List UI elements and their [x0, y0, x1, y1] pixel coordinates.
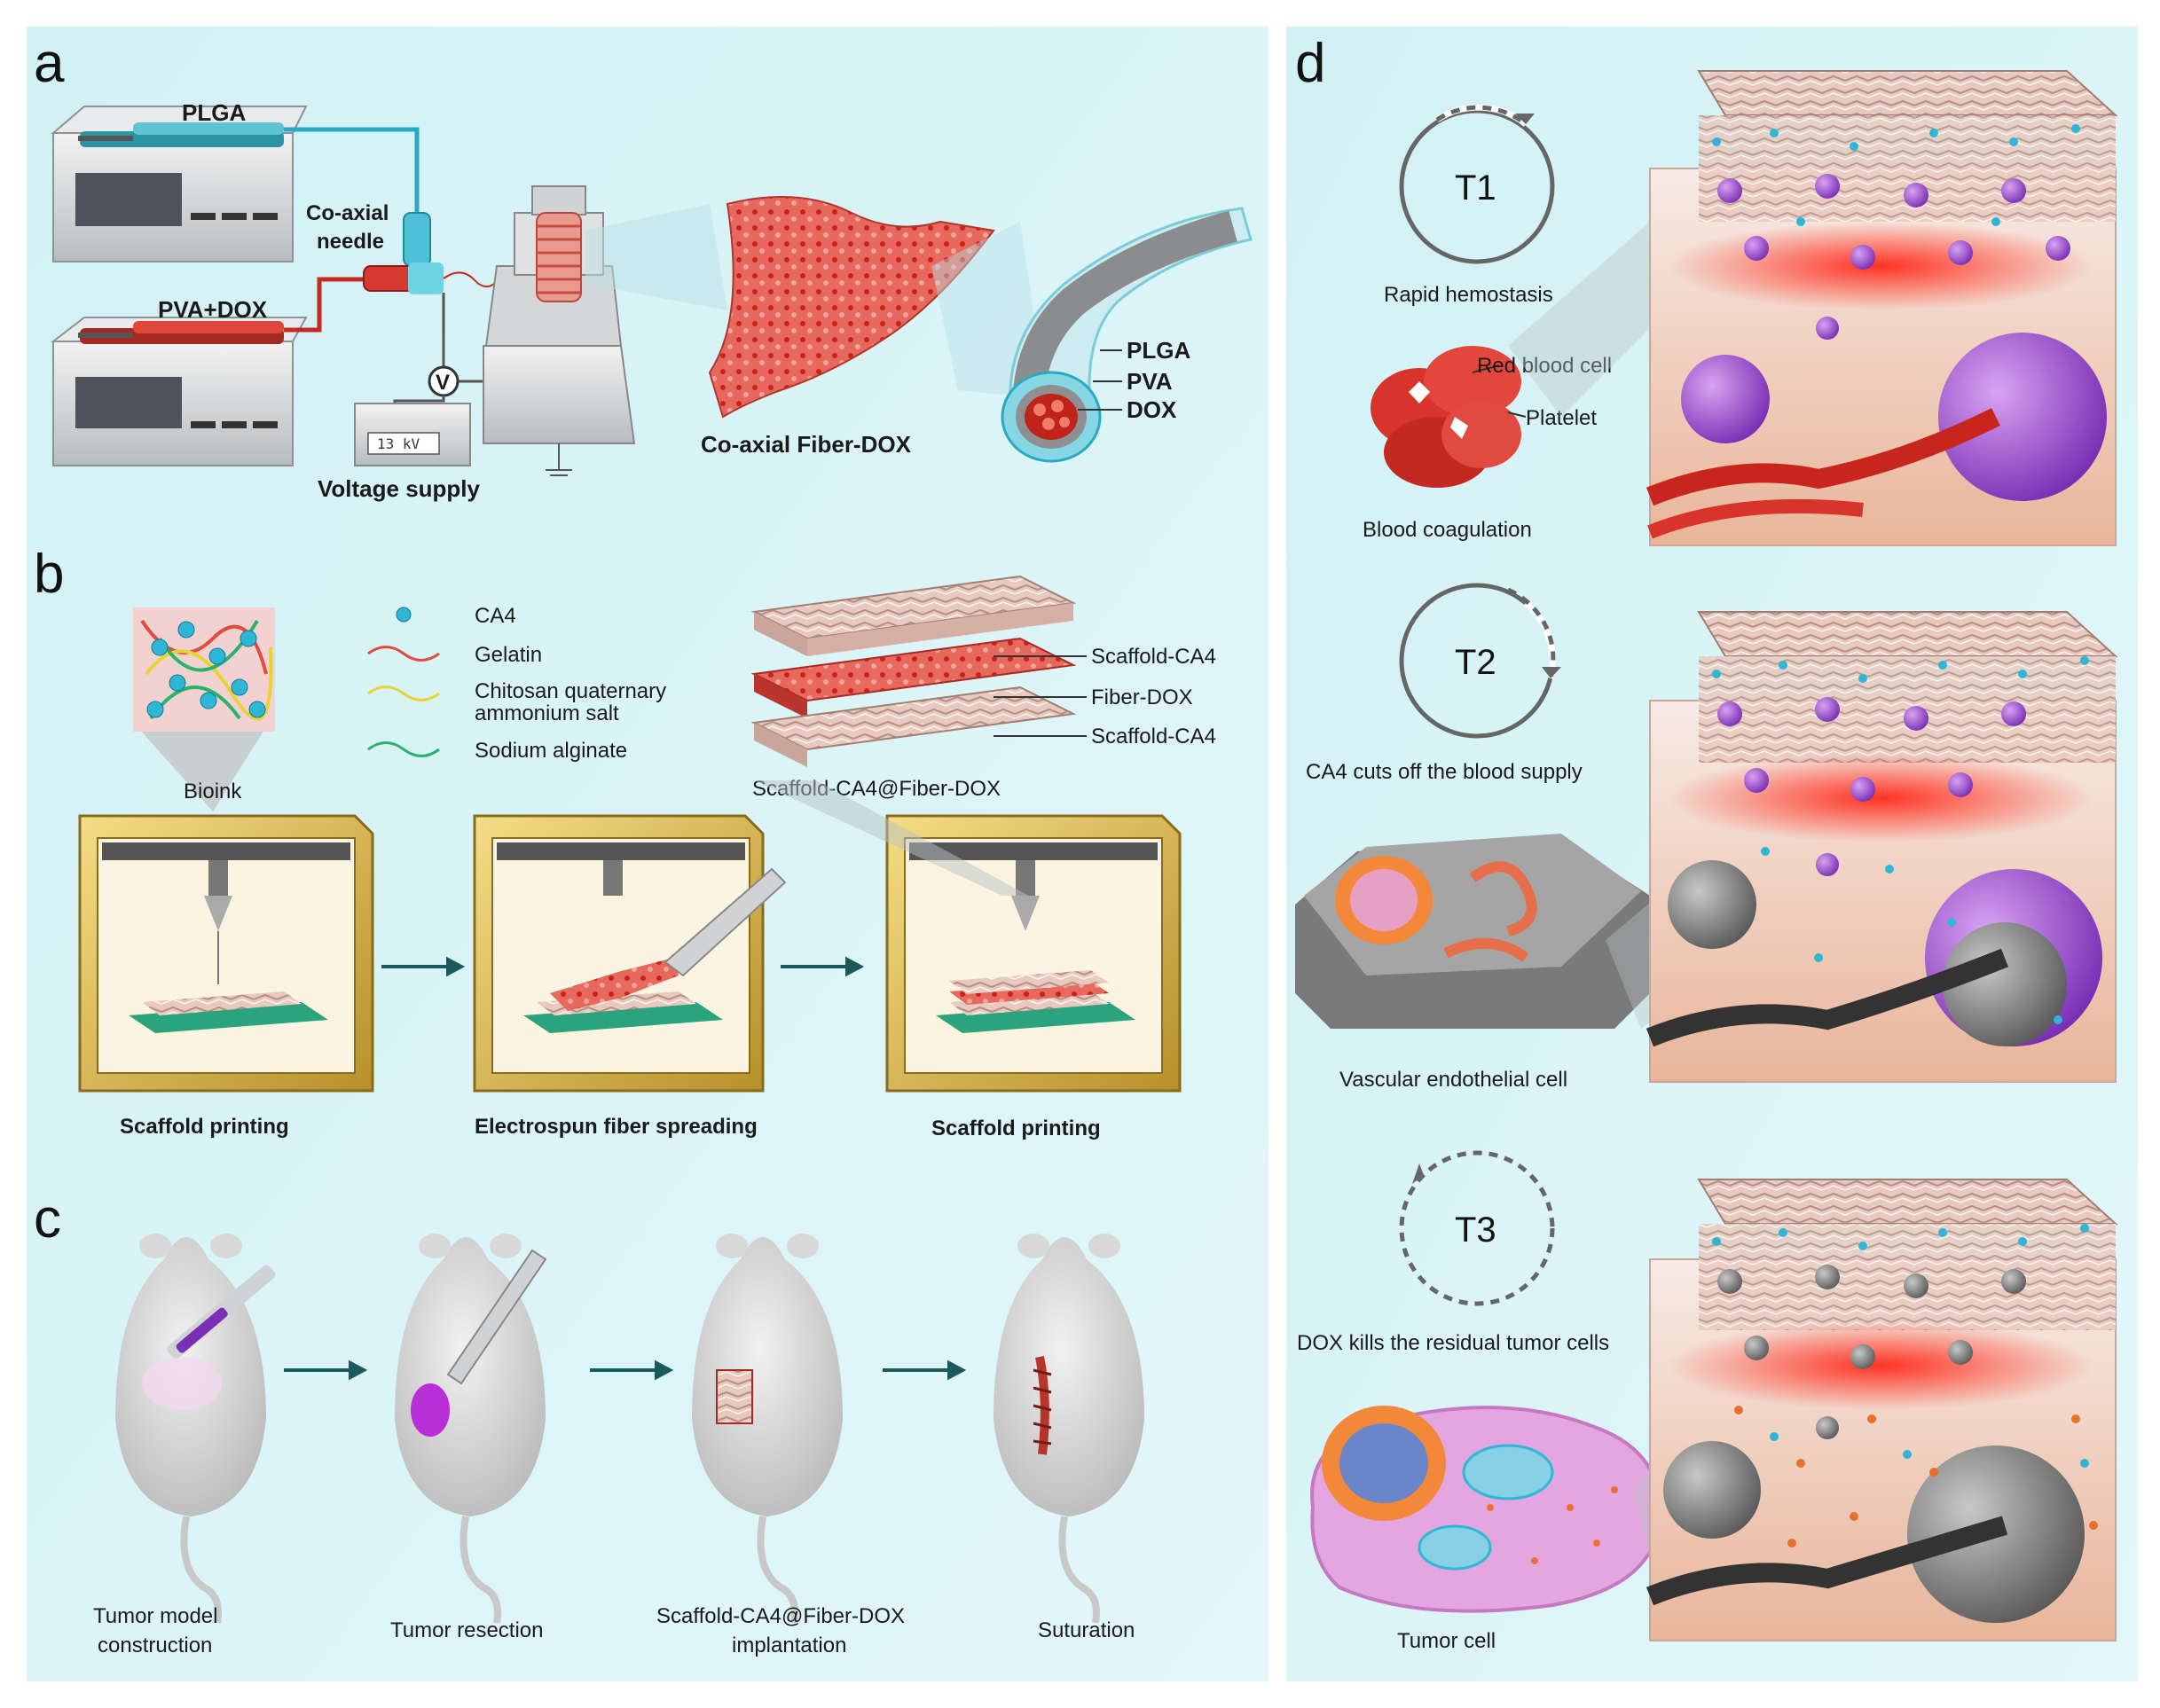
fiber-mat [708, 196, 995, 419]
c-step-4-line1: Suturation [1038, 1618, 1135, 1642]
process-arrows-b [381, 956, 865, 977]
rbc-label: Red blood cell [1477, 354, 1612, 378]
implant-site [716, 1369, 753, 1424]
fiber-label: Co-axial Fiber-DOX [701, 431, 912, 458]
t1-tissue-block [1646, 70, 2118, 546]
legend-chitosan-icon [367, 686, 440, 701]
voltage-supply-label: Voltage supply [318, 475, 481, 502]
layer-label-pva: PVA [1127, 368, 1173, 395]
voltage-supply-box [354, 403, 471, 466]
t3-caption: DOX kills the residual tumor cells [1297, 1331, 1609, 1355]
mouse-1 [115, 1234, 276, 1624]
bioink-label: Bioink [184, 780, 242, 803]
panel-b: Bioink CA4 Gelatin Chitosan quaternary a… [78, 575, 1216, 1140]
rotating-collector [483, 185, 636, 476]
c-step-1-line2: construction [98, 1634, 212, 1657]
step-label-1: Scaffold printing [120, 1115, 289, 1139]
panel-label-a: a [34, 33, 65, 94]
composite-stack [750, 575, 1087, 767]
c-step-2-line1: Tumor resection [390, 1618, 544, 1642]
t2-label: T2 [1455, 643, 1496, 682]
syringe-pump-plga [51, 106, 308, 262]
needle-label-line2: needle [317, 230, 384, 254]
t2-caption: CA4 cuts off the blood supply [1306, 760, 1583, 784]
t1-cell-caption: Blood coagulation [1363, 518, 1532, 542]
legend-gelatin: Gelatin [475, 643, 542, 667]
needle-label-line1: Co-axial [306, 201, 389, 225]
legend-ca4-icon [396, 607, 412, 623]
voltmeter-label: V [436, 371, 450, 395]
mouse-2 [395, 1234, 547, 1624]
blood-clot [1371, 346, 1527, 488]
mouse-4 [994, 1234, 1144, 1624]
syringe-pump-pva-dox [51, 317, 308, 466]
panel-label-c: c [34, 1188, 61, 1250]
t1-label: T1 [1455, 168, 1496, 208]
c-step-3-line2: implantation [732, 1634, 846, 1657]
t3-clock-icon [1399, 1150, 1555, 1306]
t1-caption: Rapid hemostasis [1384, 283, 1553, 307]
tumor-cell [1310, 1406, 1662, 1613]
bioink-ca4-dots [146, 621, 266, 718]
platelet-label: Platelet [1526, 406, 1597, 430]
panel-label-d: d [1295, 33, 1325, 94]
t3-cell-caption: Tumor cell [1397, 1629, 1496, 1653]
plga-pump-label: PLGA [182, 99, 246, 126]
voltage-display: 13 kV [377, 435, 420, 452]
process-arrows-c [284, 1359, 967, 1381]
layer-label-scaffold-bottom: Scaffold-CA4 [1091, 725, 1216, 748]
scalpel-icon [446, 1249, 547, 1385]
layer-label-plga: PLGA [1127, 337, 1190, 364]
printer-3 [885, 814, 1182, 1093]
coaxial-needle [363, 212, 529, 294]
layer-label-dox: DOX [1127, 396, 1177, 423]
t2-cell-caption: Vascular endothelial cell [1339, 1068, 1567, 1092]
printer-1 [78, 814, 374, 1093]
tumor-site [411, 1383, 450, 1437]
c-step-1-line1: Tumor model [93, 1604, 217, 1628]
t2-tissue-block [1646, 611, 2118, 1083]
step-label-2: Electrospun fiber spreading [475, 1115, 758, 1139]
panel-d: T1 Rapid hemostasis Red blood cell Plate… [1295, 70, 2118, 1653]
panel-c: Tumor model construction Tumor resection… [93, 1234, 1144, 1657]
coaxial-fiber-section [1001, 207, 1253, 463]
syringe-icon [167, 1265, 276, 1359]
t3-label: T3 [1455, 1210, 1496, 1250]
t1-clock-icon [1399, 108, 1555, 264]
layer-label-fiber-dox: Fiber-DOX [1091, 686, 1193, 709]
c-step-3-line1: Scaffold-CA4@Fiber-DOX [656, 1604, 905, 1628]
legend-alginate: Sodium alginate [475, 739, 627, 763]
pva-dox-pump-label: PVA+DOX [158, 296, 268, 323]
layer-label-scaffold-top: Scaffold-CA4 [1091, 645, 1216, 669]
panel-a: PLGA PVA+DOX Co-axial needle [51, 99, 1253, 502]
legend-chitosan-1: Chitosan quaternary [475, 679, 666, 703]
step-label-3: Scaffold printing [931, 1116, 1101, 1140]
legend-chitosan-2: ammonium salt [475, 701, 619, 725]
legend-ca4: CA4 [475, 604, 516, 628]
panel-label-b: b [34, 544, 64, 605]
t3-tissue-block [1646, 1179, 2118, 1641]
mouse-3 [692, 1234, 843, 1624]
legend-gelatin-icon [367, 646, 440, 662]
endothelial-cell [1295, 834, 1650, 1029]
legend-alginate-icon [367, 741, 440, 757]
printer-2 [473, 814, 787, 1093]
